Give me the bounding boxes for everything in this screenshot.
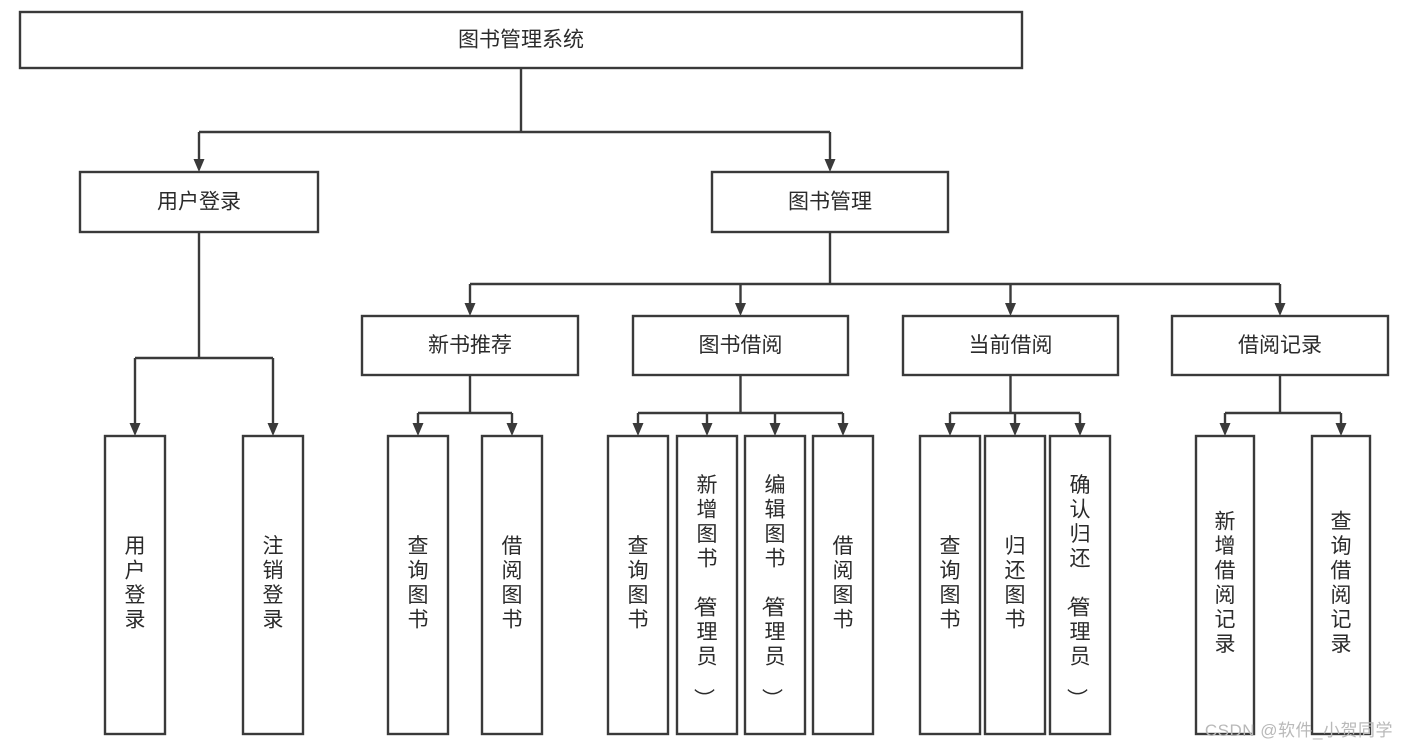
edge-group-borrow-record bbox=[1219, 375, 1347, 436]
node-leaf-add-record[interactable]: 新增借阅记录 bbox=[1194, 434, 1256, 736]
node-label: 确认归还（管理员） bbox=[1065, 474, 1091, 709]
node-leaf-confirm-return[interactable]: 确认归还（管理员） bbox=[1048, 434, 1112, 736]
node-label: 当前借阅 bbox=[969, 334, 1053, 357]
edge-group-book-borrow bbox=[632, 375, 849, 436]
watermark-label: CSDN @软件_小贺同学 bbox=[1204, 721, 1393, 740]
node-new-book-recommend[interactable]: 新书推荐 bbox=[360, 314, 580, 377]
node-leaf-query-book-current[interactable]: 查询图书 bbox=[918, 434, 982, 736]
node-leaf-logout-login[interactable]: 注销登录 bbox=[241, 434, 305, 736]
edge-group-book-manage bbox=[464, 232, 1286, 316]
nodes-layer: 图书管理系统用户登录图书管理新书推荐图书借阅当前借阅借阅记录用户登录注销登录查询… bbox=[18, 10, 1390, 736]
node-label: 查询借阅记录 bbox=[1331, 511, 1352, 657]
node-label: 新增图书（管理员） bbox=[692, 474, 718, 709]
node-book-borrow[interactable]: 图书借阅 bbox=[631, 314, 850, 377]
edges-layer bbox=[129, 68, 1347, 436]
node-leaf-borrow-book[interactable]: 借阅图书 bbox=[811, 434, 875, 736]
edge-group-current-borrow bbox=[944, 375, 1086, 436]
node-leaf-return-book[interactable]: 归还图书 bbox=[983, 434, 1047, 736]
node-leaf-borrow-book-rec[interactable]: 借阅图书 bbox=[480, 434, 544, 736]
node-label: 查询图书 bbox=[408, 535, 429, 632]
node-label: 查询图书 bbox=[628, 535, 649, 632]
node-leaf-query-book-borrow[interactable]: 查询图书 bbox=[606, 434, 670, 736]
node-label: 借阅记录 bbox=[1238, 334, 1322, 357]
node-label: 新增借阅记录 bbox=[1215, 511, 1236, 657]
node-user-login[interactable]: 用户登录 bbox=[78, 170, 320, 234]
node-label: 注销登录 bbox=[263, 535, 284, 632]
node-leaf-edit-book[interactable]: 编辑图书（管理员） bbox=[743, 434, 807, 736]
node-label: 新书推荐 bbox=[428, 334, 512, 357]
node-label: 用户登录 bbox=[125, 535, 146, 632]
edge-group-user-login bbox=[129, 232, 279, 436]
node-leaf-query-book-rec[interactable]: 查询图书 bbox=[386, 434, 450, 736]
node-label: 借阅图书 bbox=[502, 535, 523, 632]
node-label: 用户登录 bbox=[157, 191, 241, 214]
node-label: 编辑图书（管理员） bbox=[760, 474, 786, 709]
node-leaf-query-record[interactable]: 查询借阅记录 bbox=[1310, 434, 1372, 736]
node-leaf-add-book[interactable]: 新增图书（管理员） bbox=[675, 434, 739, 736]
node-current-borrow[interactable]: 当前借阅 bbox=[901, 314, 1120, 377]
node-root-图书管理系统[interactable]: 图书管理系统 bbox=[18, 10, 1024, 70]
node-book-manage[interactable]: 图书管理 bbox=[710, 170, 950, 234]
node-label: 图书管理系统 bbox=[458, 29, 584, 52]
node-label: 图书管理 bbox=[788, 191, 872, 214]
edge-group-root bbox=[193, 68, 836, 172]
node-label: 图书借阅 bbox=[699, 334, 783, 357]
node-leaf-user-login[interactable]: 用户登录 bbox=[103, 434, 167, 736]
node-borrow-record[interactable]: 借阅记录 bbox=[1170, 314, 1390, 377]
node-label: 归还图书 bbox=[1005, 535, 1026, 632]
node-label: 借阅图书 bbox=[833, 535, 854, 632]
node-label: 查询图书 bbox=[940, 535, 961, 632]
edge-group-new-book-recommend bbox=[412, 375, 518, 436]
